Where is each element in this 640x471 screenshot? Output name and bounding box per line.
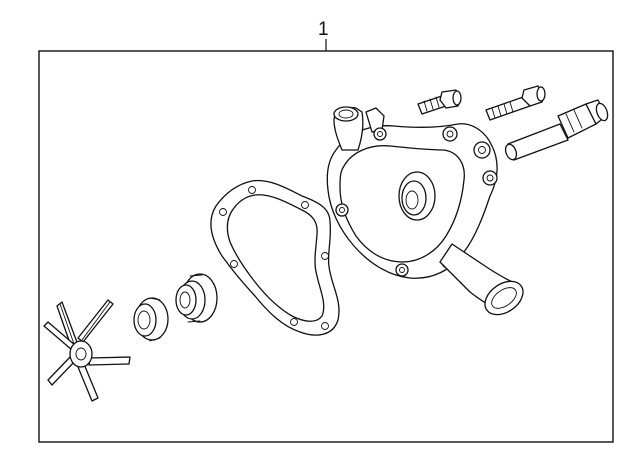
small-seal[interactable] bbox=[133, 297, 169, 342]
pump-gasket[interactable] bbox=[210, 179, 340, 336]
bearing-seal[interactable] bbox=[175, 273, 218, 323]
assembly-frame bbox=[38, 50, 614, 443]
water-pump-housing[interactable] bbox=[326, 106, 529, 322]
long-bolt[interactable] bbox=[485, 85, 546, 121]
short-bolt[interactable] bbox=[417, 89, 462, 115]
dowel-pin[interactable] bbox=[504, 99, 610, 161]
fan-blade[interactable] bbox=[43, 299, 131, 402]
callout-number[interactable]: 1 bbox=[318, 19, 329, 40]
